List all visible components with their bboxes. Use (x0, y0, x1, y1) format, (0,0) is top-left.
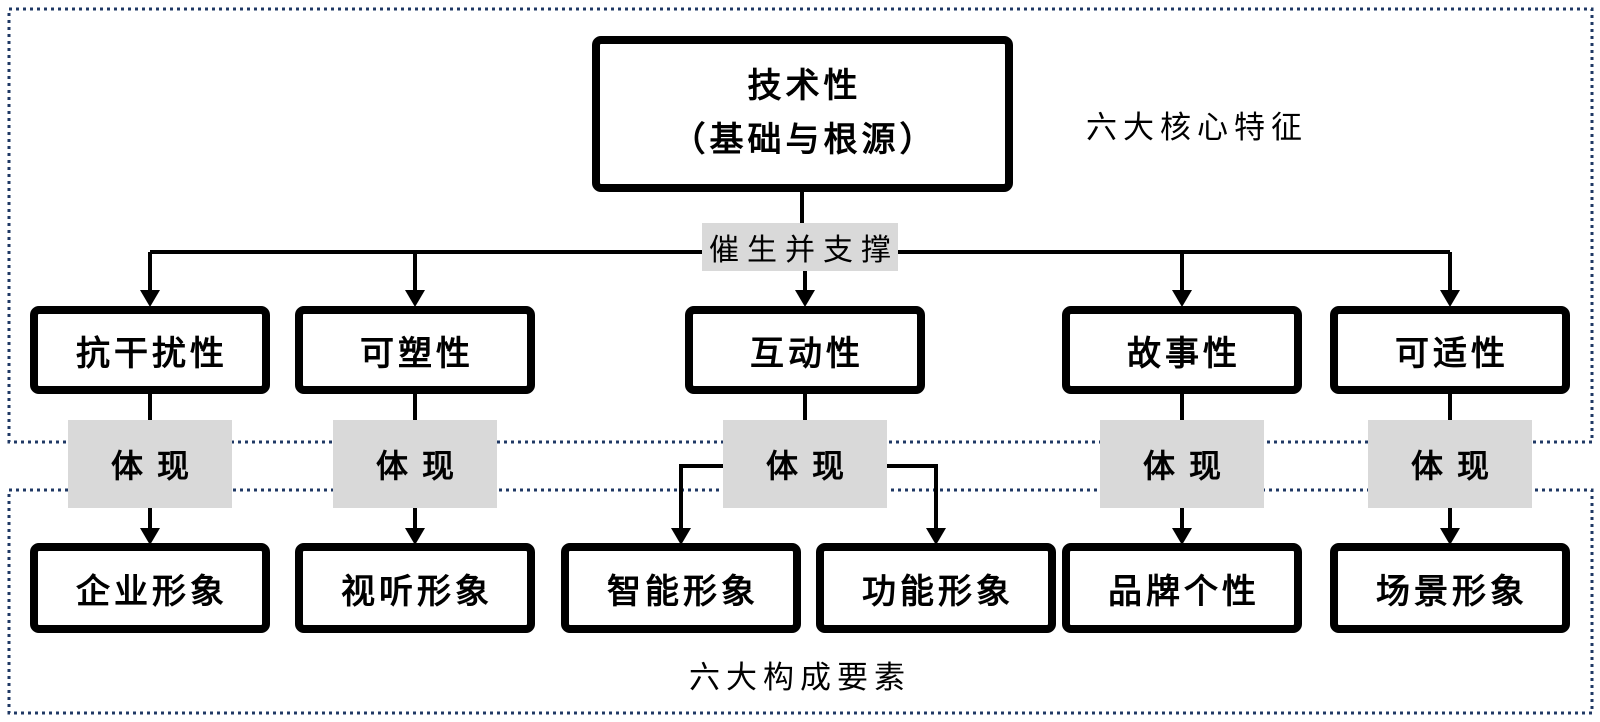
feature-label: 可塑性 (360, 335, 474, 373)
root-node-line2: （基础与根源） (671, 122, 938, 159)
feature-node-plasticity: 可塑性 (295, 306, 535, 394)
annotation-top-region: 六大核心特征 (1086, 110, 1308, 145)
element-node-brand-personality: 品牌个性 (1062, 543, 1302, 633)
element-label: 视听形象 (341, 573, 493, 611)
embody-label-4: 体现 (1100, 420, 1264, 508)
feature-label: 可适性 (1395, 335, 1509, 373)
element-label: 功能形象 (862, 573, 1014, 611)
feature-node-adaptability: 可适性 (1330, 306, 1570, 394)
feature-label: 故事性 (1127, 335, 1241, 373)
element-node-functional-image: 功能形象 (816, 543, 1056, 633)
split-right-elbow (887, 464, 938, 529)
element-label: 场景形象 (1376, 573, 1528, 611)
element-label: 品牌个性 (1108, 573, 1260, 611)
element-node-corporate-image: 企业形象 (30, 543, 270, 633)
feature-node-anti-interference: 抗干扰性 (30, 306, 270, 394)
embody-label-1: 体现 (68, 420, 232, 508)
embody-label-5: 体现 (1368, 420, 1532, 508)
feature-node-storytelling: 故事性 (1062, 306, 1302, 394)
element-node-scene-image: 场景形象 (1330, 543, 1570, 633)
root-node-line1: 技术性 (747, 67, 862, 105)
connector-label: 催生并支撑 (702, 223, 898, 271)
element-label: 企业形象 (76, 573, 228, 611)
embody-label-2: 体现 (333, 420, 497, 508)
element-node-intelligent-image: 智能形象 (561, 543, 801, 633)
embody-label-3: 体现 (723, 420, 887, 508)
feature-label: 抗干扰性 (76, 335, 228, 373)
element-label: 智能形象 (607, 573, 759, 611)
feature-label: 互动性 (750, 335, 864, 373)
split-left-elbow (679, 464, 723, 529)
root-node: 技术性 （基础与根源） (592, 36, 1013, 192)
element-node-audiovisual-image: 视听形象 (295, 543, 535, 633)
annotation-bottom-region: 六大构成要素 (689, 660, 911, 695)
feature-node-interactivity: 互动性 (685, 306, 925, 394)
